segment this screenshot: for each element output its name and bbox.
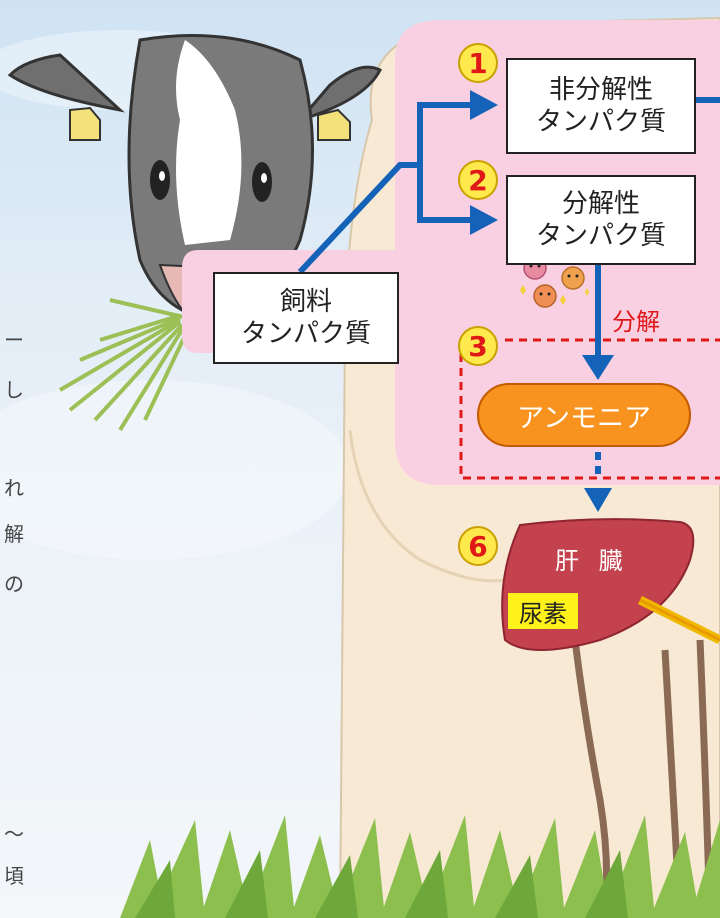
- ammonia-node: アンモニア: [477, 383, 691, 447]
- badge-1: 1: [458, 43, 498, 83]
- urea-label: 尿素: [508, 593, 578, 629]
- decomposition-label: 分解: [612, 308, 660, 336]
- side-text-6: 〜: [4, 822, 24, 846]
- side-text-5: の: [4, 572, 24, 596]
- side-text-7: 頃: [4, 864, 24, 888]
- flow-arrows: [297, 97, 720, 480]
- degradable-protein-box: 分解性 タンパク質: [506, 175, 696, 265]
- badge-6: 6: [458, 526, 498, 566]
- side-text-1: ー: [4, 328, 24, 352]
- non-degradable-protein-box: 非分解性 タンパク質: [506, 58, 696, 154]
- side-text-4: 解: [4, 522, 24, 546]
- grass-icon: [58, 298, 192, 432]
- badge-3: 3: [458, 326, 498, 366]
- side-text-3: れ: [4, 476, 24, 500]
- side-text-2: し: [4, 378, 24, 402]
- liver-label: 肝 臓: [555, 547, 629, 575]
- badge-2: 2: [458, 160, 498, 200]
- feed-protein-box: 飼料 タンパク質: [213, 272, 399, 364]
